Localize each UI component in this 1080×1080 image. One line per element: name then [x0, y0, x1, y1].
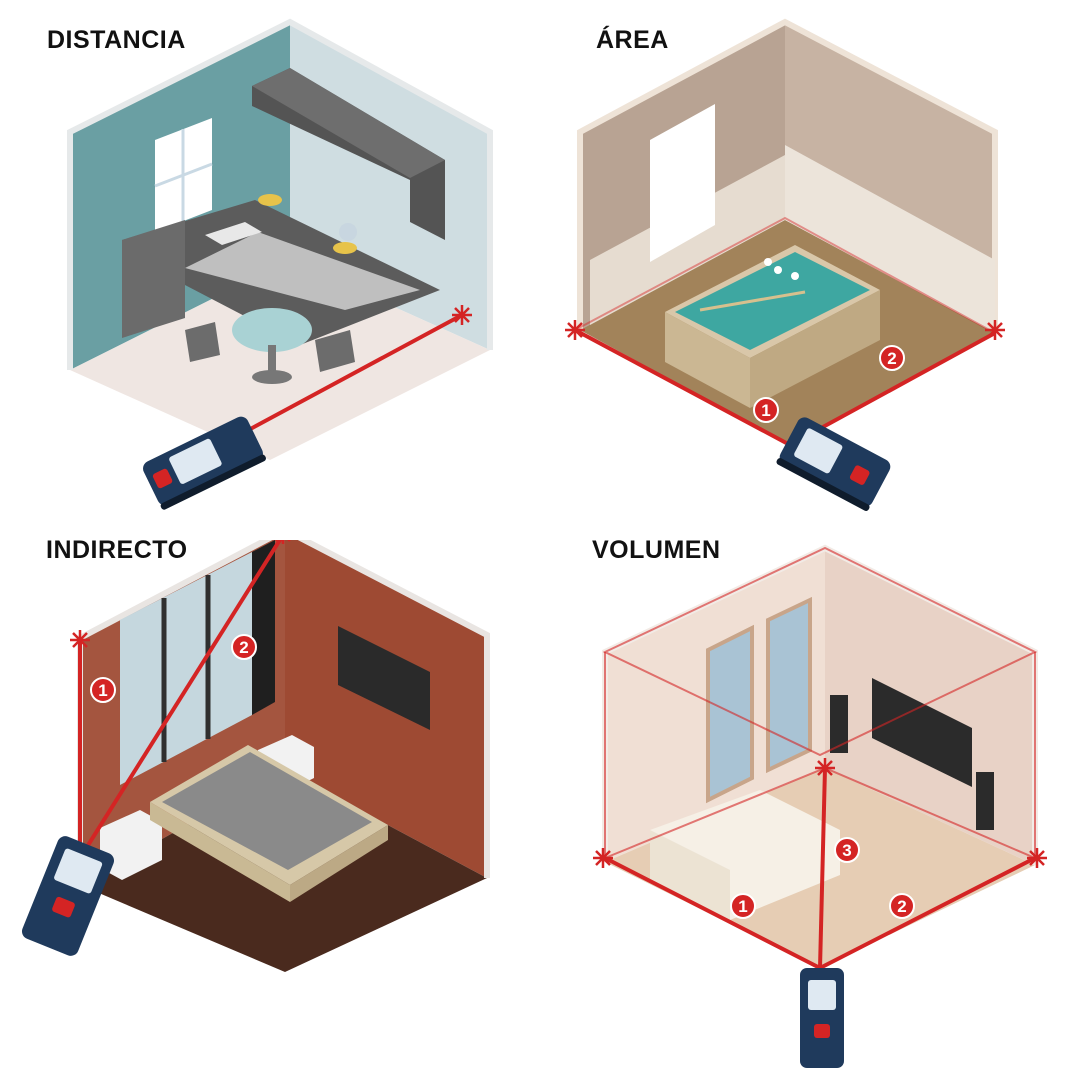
laser-measure-device-icon	[776, 417, 891, 511]
panel-area: 1 2 ÁREA	[540, 0, 1080, 540]
mode-title-distance: DISTANCIA	[47, 26, 186, 54]
kitchen-chair	[315, 330, 355, 372]
laser-target-burst-icon	[70, 630, 90, 650]
laser-target-burst-icon	[593, 848, 613, 868]
bedroom-illustration: 1 2	[21, 540, 490, 972]
indirect-step-1-label: 1	[98, 681, 107, 700]
billiard-wall-edge	[577, 18, 998, 333]
area-step-1-label: 1	[761, 401, 770, 420]
bedroom-brick-right-wall	[285, 540, 487, 878]
living-window	[706, 624, 754, 804]
step-number-badge-icon: 2	[879, 345, 905, 371]
step-number-badge-icon: 1	[90, 677, 116, 703]
laser-measure-device-icon	[143, 416, 266, 510]
distance-laser-beam	[214, 313, 463, 450]
volume-step-2-label: 2	[897, 897, 906, 916]
step-number-badge-icon: 3	[834, 837, 860, 863]
kitchen-chair	[185, 322, 220, 362]
laser-target-burst-icon	[452, 305, 472, 325]
billiard-doorway	[650, 104, 715, 262]
volume-step-1-label: 1	[738, 897, 747, 916]
laser-target-burst-icon	[815, 758, 835, 778]
laser-target-burst-icon	[565, 320, 585, 340]
living-room-illustration: 1 2 3	[593, 544, 1047, 1068]
laser-target-burst-icon	[275, 540, 291, 544]
kitchen-wall-edge	[67, 18, 493, 370]
step-number-badge-icon: 2	[889, 893, 915, 919]
living-speaker	[976, 772, 994, 830]
panel-indirect: 1 2 INDIRECTO	[0, 536, 540, 1080]
kitchen-scene-illustration	[67, 18, 493, 510]
mode-title-area: ÁREA	[596, 26, 669, 54]
step-number-badge-icon: 1	[753, 397, 779, 423]
bedroom-tv	[338, 626, 430, 730]
volume-step-3-label: 3	[842, 841, 851, 860]
laser-measure-device-icon	[800, 968, 844, 1068]
step-number-badge-icon: 2	[231, 634, 257, 660]
kitchen-round-table	[232, 308, 312, 352]
bedroom-nightstand	[100, 810, 162, 880]
living-speaker	[830, 695, 848, 753]
mode-title-indirect: INDIRECTO	[46, 536, 188, 564]
area-step-2-label: 2	[887, 349, 896, 368]
panel-distance: DISTANCIA	[0, 0, 540, 540]
indirect-laser-diagonal	[78, 540, 283, 860]
laser-target-burst-icon	[1027, 848, 1047, 868]
mode-title-volume: VOLUMEN	[592, 536, 721, 564]
step-number-badge-icon: 1	[730, 893, 756, 919]
laser-measure-device-icon	[21, 836, 115, 956]
laser-target-burst-icon	[985, 320, 1005, 340]
bedroom-tall-windows	[120, 552, 252, 785]
kitchen-fridge	[122, 220, 185, 338]
living-tv	[872, 678, 972, 787]
living-window	[766, 596, 812, 774]
indirect-step-2-label: 2	[239, 638, 248, 657]
panel-volume: 1 2 3 VOLUMEN	[540, 536, 1080, 1080]
billiard-room-illustration: 1 2	[565, 18, 1005, 511]
